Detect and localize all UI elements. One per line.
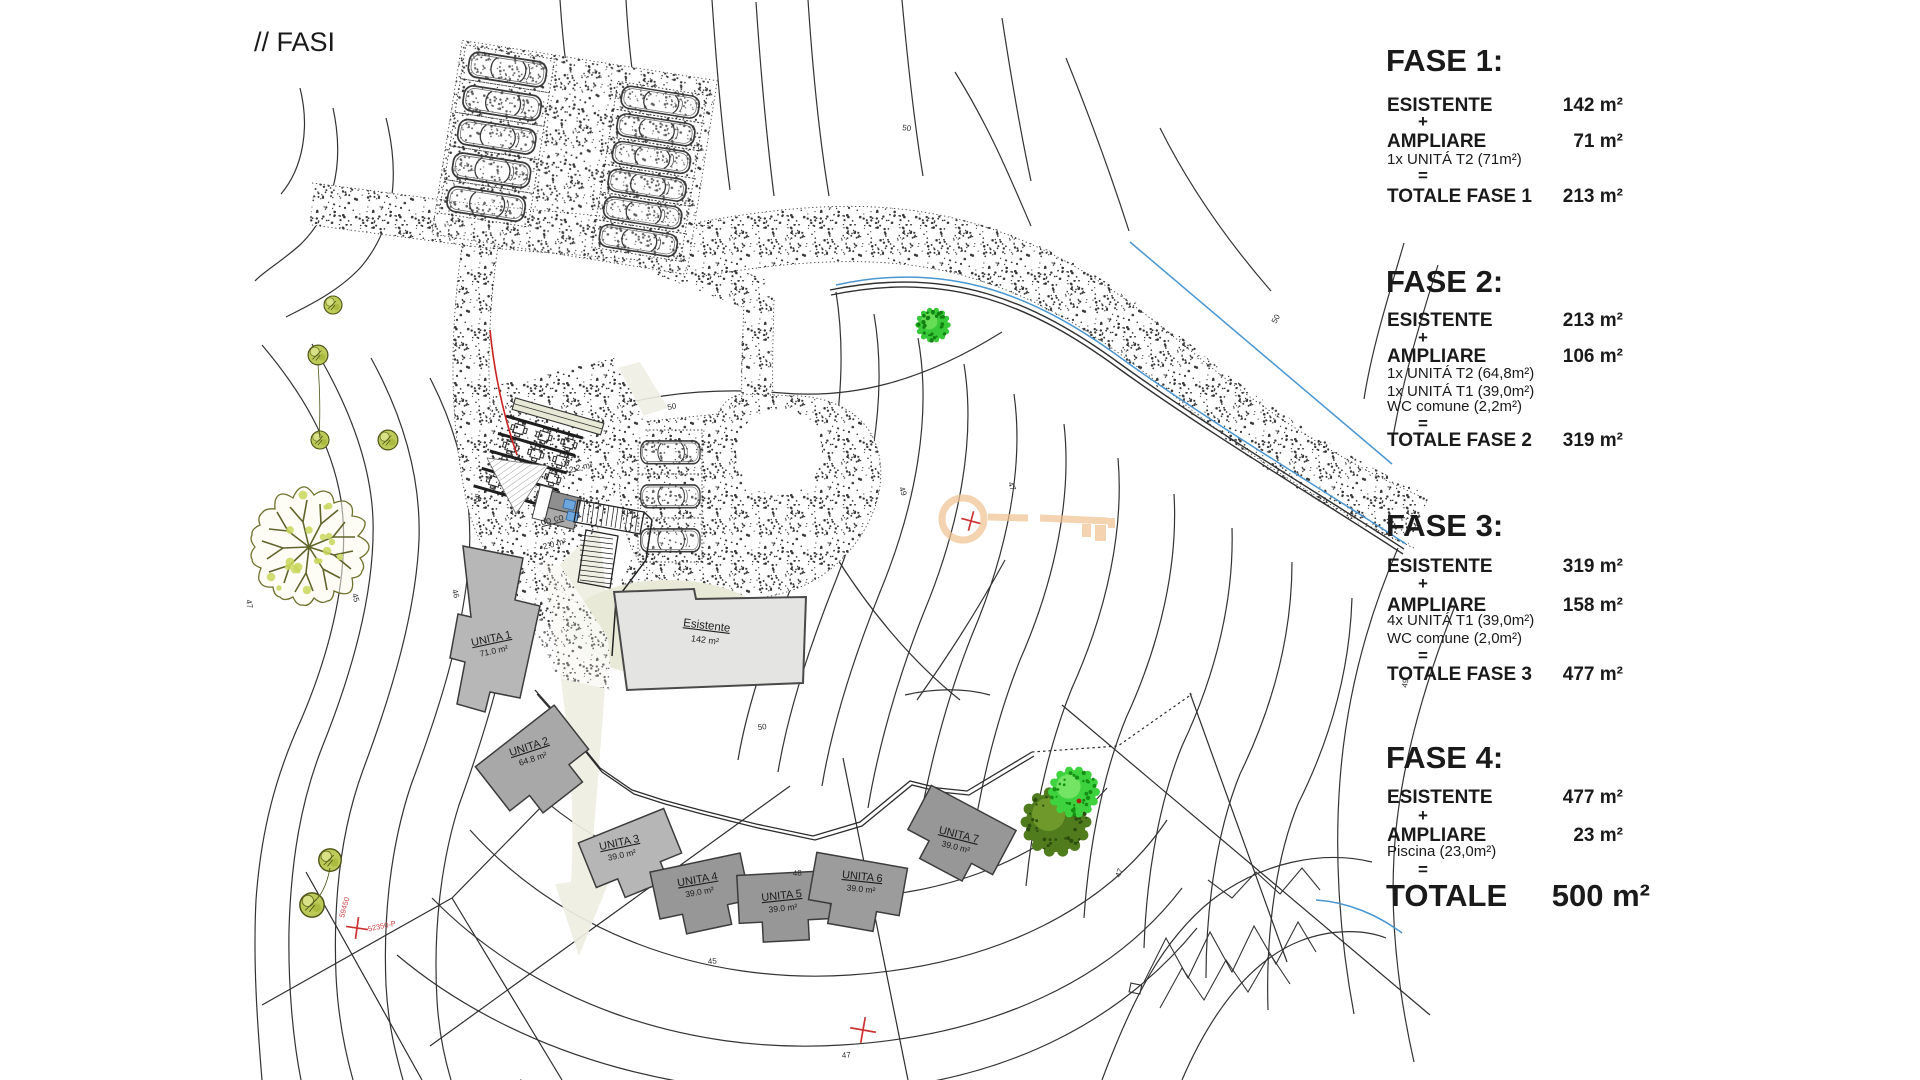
svg-text:48: 48 <box>472 492 483 503</box>
svg-text:142 m²: 142 m² <box>691 633 720 646</box>
svg-text:Esistente: Esistente <box>683 617 731 635</box>
svg-text:46: 46 <box>450 588 461 599</box>
svg-text:45: 45 <box>350 592 361 603</box>
svg-text:47: 47 <box>1006 481 1018 493</box>
svg-text:UNITA 5: UNITA 5 <box>761 888 803 904</box>
svg-text:39.0 m²: 39.0 m² <box>768 901 798 914</box>
svg-text:47: 47 <box>1114 867 1126 879</box>
svg-text:39.0 m²: 39.0 m² <box>684 884 714 899</box>
svg-text:50: 50 <box>902 123 913 133</box>
svg-text:39.0 m²: 39.0 m² <box>846 882 876 895</box>
svg-text:do co: do co <box>540 512 565 528</box>
svg-text:50: 50 <box>667 401 678 412</box>
svg-text:45: 45 <box>708 956 718 966</box>
svg-text:47: 47 <box>244 599 255 610</box>
svg-text:49: 49 <box>1400 677 1411 688</box>
svg-text:UNITA 6: UNITA 6 <box>841 869 883 885</box>
svg-text:50: 50 <box>757 722 767 732</box>
svg-text:47: 47 <box>842 1050 852 1060</box>
svg-text:48: 48 <box>793 868 803 878</box>
svg-text:49: 49 <box>897 486 909 498</box>
